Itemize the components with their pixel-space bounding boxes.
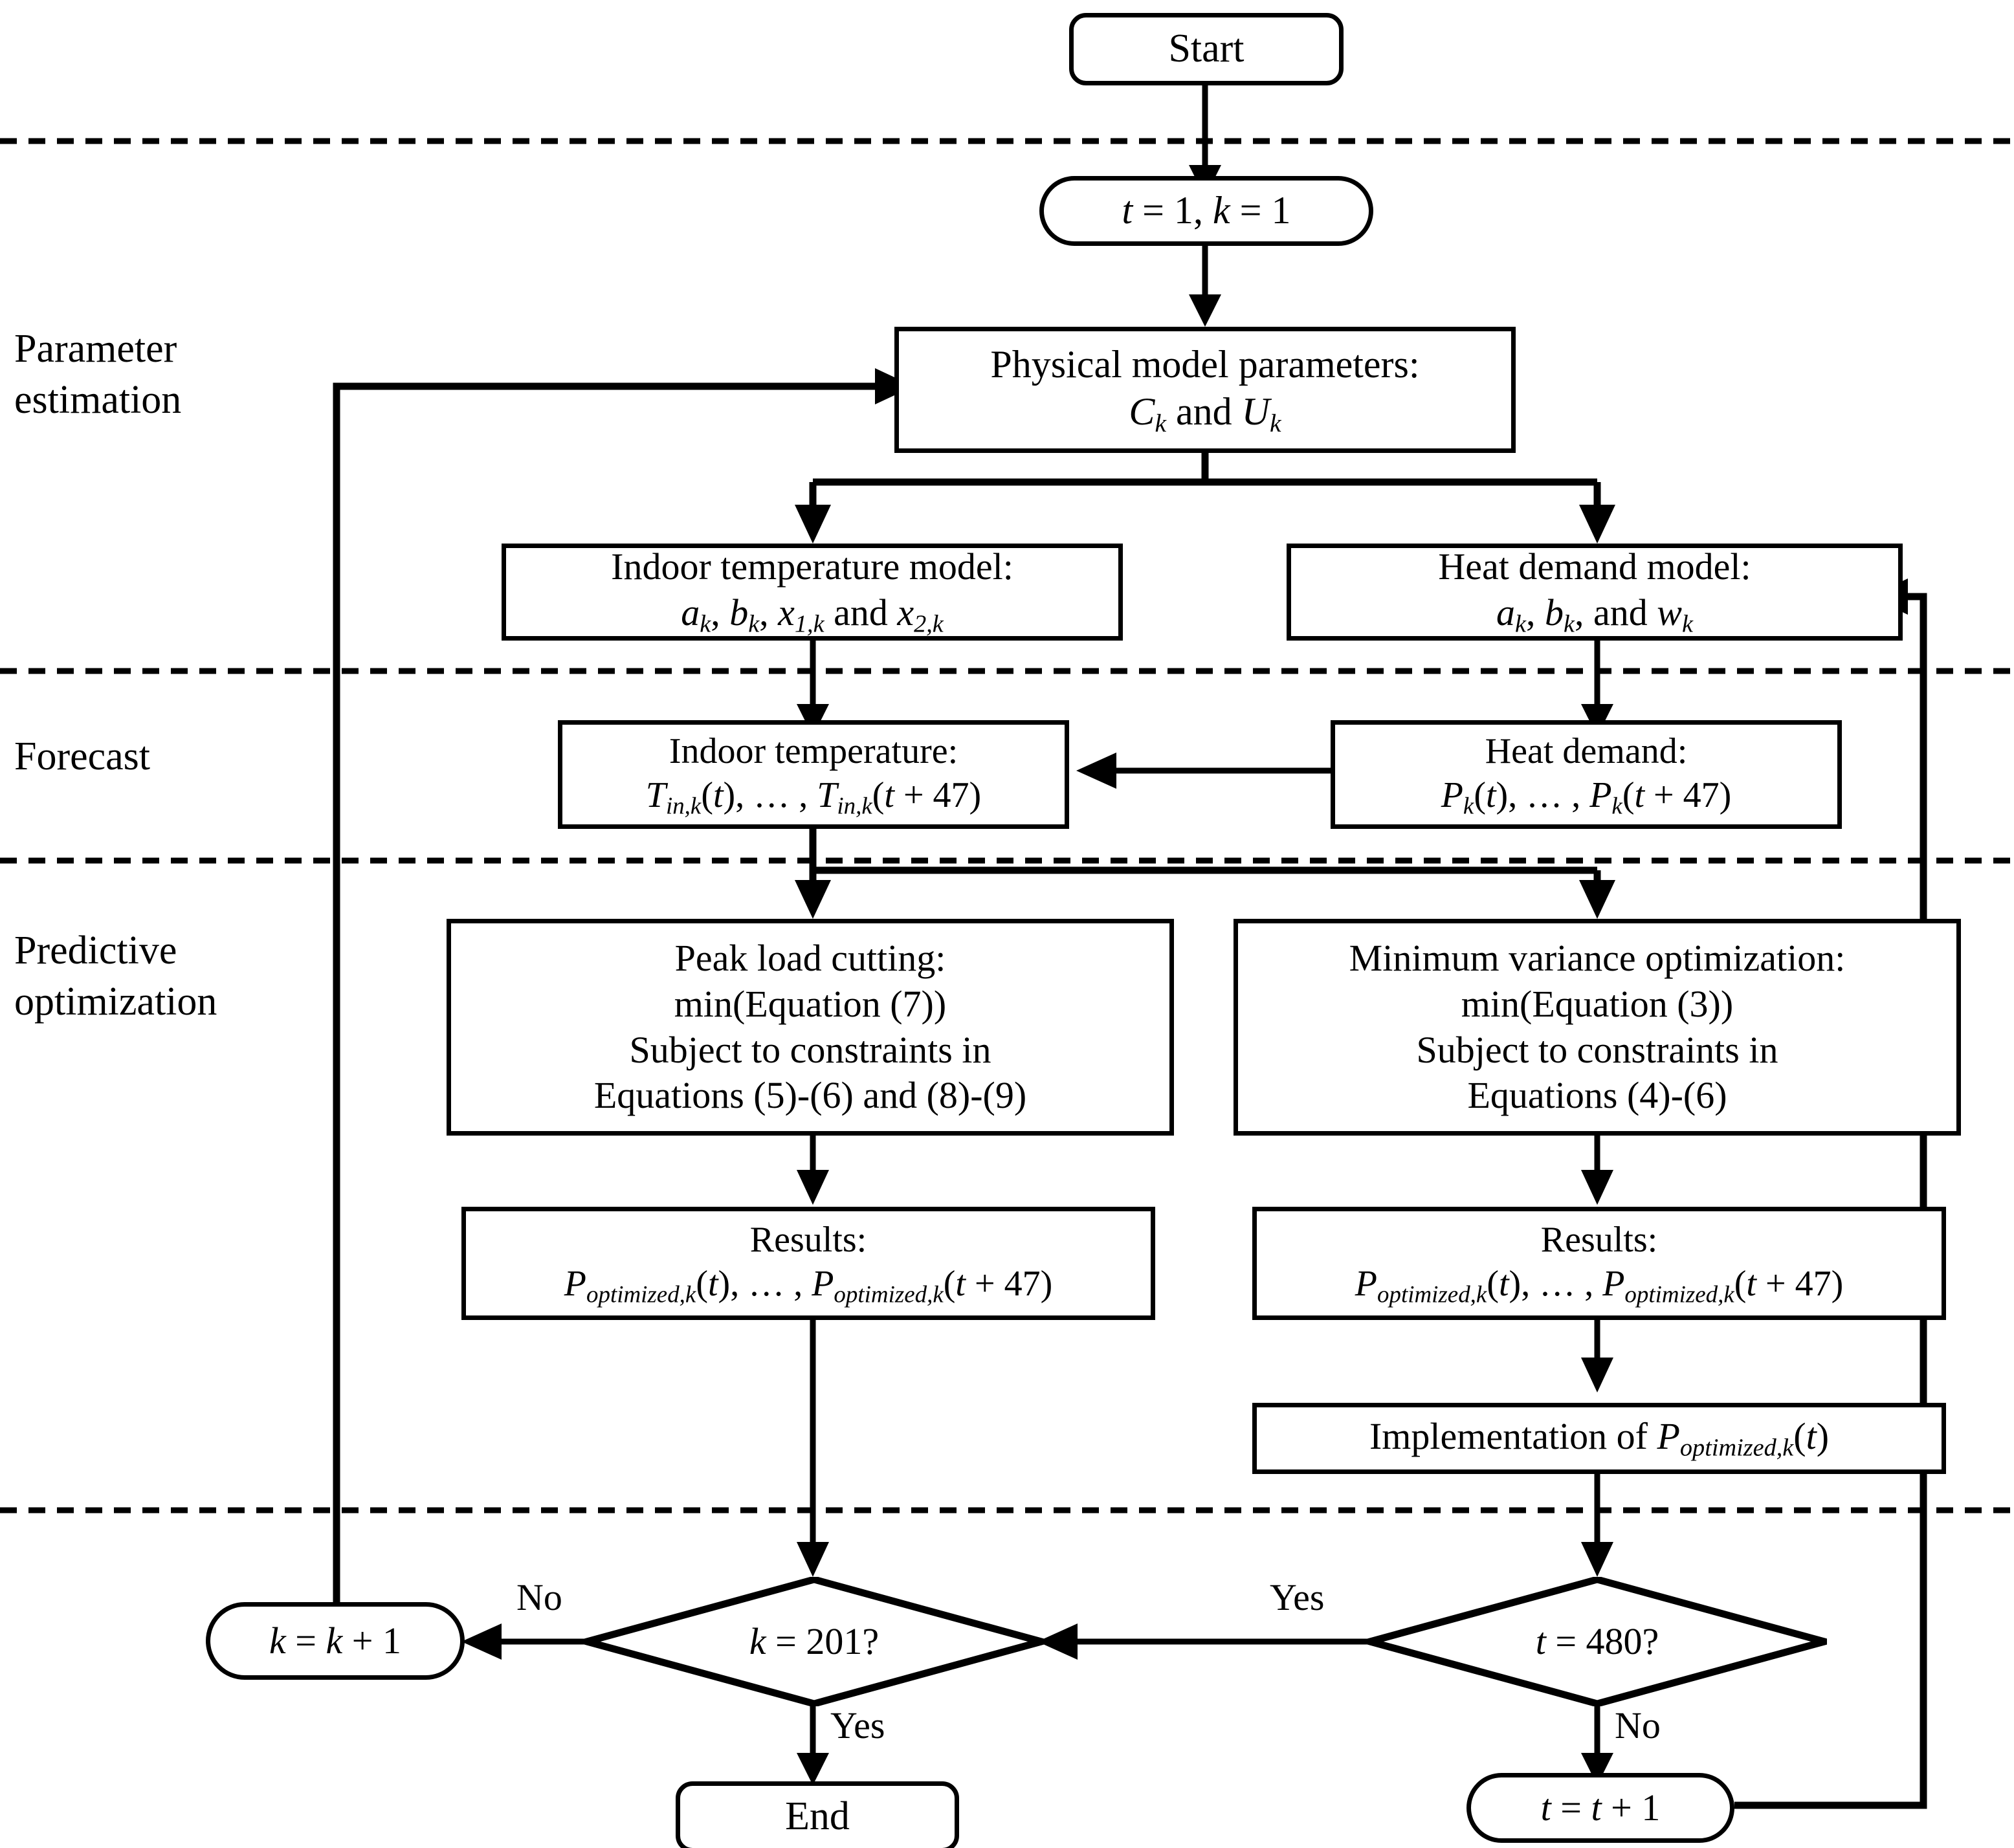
node-physical-model-parameters[interactable]: Physical model parameters: Ck and Uk (894, 327, 1516, 453)
node-min-variance-line-3: Subject to constraints in (1416, 1028, 1778, 1071)
node-start-line-1: Start (1168, 27, 1245, 71)
node-min-variance-line-4: Equations (4)-(6) (1467, 1074, 1727, 1117)
node-peak-load-line-4: Equations (5)-(6) and (8)-(9) (593, 1074, 1027, 1117)
node-results-left-line-1: Results: (749, 1220, 867, 1260)
node-heat-demand-model[interactable]: Heat demand model: ak, bk, and wk (1287, 544, 1903, 641)
node-min-variance-line-2: min(Equation (3)) (1461, 982, 1734, 1025)
node-minimum-variance-optimization[interactable]: Minimum variance optimization: min(Equat… (1234, 919, 1961, 1136)
stage-label-predictive-optimization: Predictive optimization (14, 929, 217, 1024)
edge-label-t-yes: Yes (1270, 1576, 1325, 1618)
node-end[interactable]: End (676, 1781, 959, 1848)
stage-label-parameter-estimation: Parameter estimation (14, 327, 182, 423)
node-k-increment-line-1: k = k + 1 (269, 1619, 401, 1662)
node-peak-load-cutting[interactable]: Peak load cutting: min(Equation (7)) Sub… (447, 919, 1174, 1136)
node-results-right-line-1: Results: (1540, 1220, 1658, 1260)
node-results-right-line-2: Poptimized,k(t), … , Poptimized,k(t + 47… (1355, 1264, 1844, 1308)
edge-label-k-no: No (516, 1576, 562, 1618)
node-start[interactable]: Start (1069, 13, 1344, 85)
edge-label-t-no: No (1615, 1704, 1661, 1746)
node-init[interactable]: t = 1, k = 1 (1039, 176, 1373, 246)
edge-t-increment-feedback (1734, 593, 1927, 1809)
node-indoor-model-line-2: ak, bk, x1,k and x2,k (681, 591, 944, 638)
edge-physical-to-models (809, 453, 1601, 511)
node-indoor-model-line-1: Indoor temperature model: (611, 545, 1013, 588)
node-decision-t-label: t = 480? (1535, 1620, 1659, 1662)
node-heat-forecast-line-1: Heat demand: (1485, 731, 1688, 771)
node-peak-load-line-3: Subject to constraints in (629, 1028, 991, 1071)
node-physical-model-line-2: Ck and Uk (1129, 390, 1281, 437)
node-heat-model-line-1: Heat demand model: (1438, 545, 1751, 588)
node-peak-load-line-2: min(Equation (7)) (674, 982, 947, 1025)
node-min-variance-line-1: Minimum variance optimization: (1349, 937, 1846, 979)
node-results-right[interactable]: Results: Poptimized,k(t), … , Poptimized… (1252, 1207, 1946, 1320)
node-end-line-1: End (785, 1794, 850, 1839)
node-decision-k-label: k = 201? (749, 1620, 880, 1662)
node-implementation-line-1: Implementation of Poptimized,k(t) (1369, 1414, 1830, 1462)
node-indoor-temperature-forecast[interactable]: Indoor temperature: Tin,k(t), … , Tin,k(… (558, 720, 1069, 829)
node-results-left-line-2: Poptimized,k(t), … , Poptimized,k(t + 47… (564, 1264, 1053, 1308)
node-heat-model-line-2: ak, bk, and wk (1496, 591, 1693, 638)
node-decision-k[interactable] (584, 1577, 1044, 1706)
node-physical-model-line-1: Physical model parameters: (990, 342, 1420, 386)
node-init-line-1: t = 1, k = 1 (1122, 189, 1291, 232)
edge-k-increment-feedback (333, 382, 880, 1602)
node-heat-demand-forecast[interactable]: Heat demand: Pk(t), … , Pk(t + 47) (1331, 720, 1842, 829)
node-k-increment[interactable]: k = k + 1 (206, 1602, 465, 1680)
node-indoor-forecast-line-2: Tin,k(t), … , Tin,k(t + 47) (645, 775, 982, 819)
stage-label-forecast: Forecast (14, 734, 151, 778)
node-t-increment[interactable]: t = t + 1 (1466, 1773, 1734, 1843)
node-t-increment-line-1: t = t + 1 (1540, 1786, 1661, 1829)
edge-label-k-yes: Yes (830, 1704, 885, 1746)
node-indoor-forecast-line-1: Indoor temperature: (669, 731, 958, 771)
node-heat-forecast-line-2: Pk(t), … , Pk(t + 47) (1441, 775, 1732, 819)
node-results-left[interactable]: Results: Poptimized,k(t), … , Poptimized… (461, 1207, 1155, 1320)
node-decision-t[interactable] (1367, 1577, 1827, 1706)
node-peak-load-line-1: Peak load cutting: (674, 937, 946, 979)
node-indoor-temperature-model[interactable]: Indoor temperature model: ak, bk, x1,k a… (502, 544, 1123, 641)
node-implementation[interactable]: Implementation of Poptimized,k(t) (1252, 1403, 1946, 1474)
